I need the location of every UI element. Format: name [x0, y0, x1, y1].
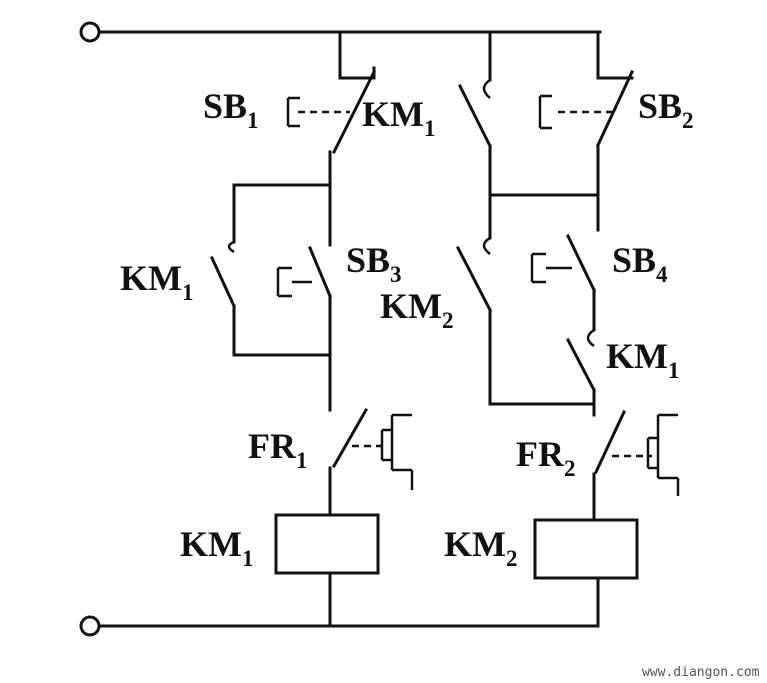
km1-coil — [274, 513, 380, 575]
fr2-overload-contact — [592, 410, 680, 522]
fr1-overload-contact — [328, 407, 414, 517]
km2-holding-contact — [455, 236, 493, 406]
km2-coil — [533, 518, 639, 580]
label-km1-left: KM1 — [120, 258, 193, 305]
sb1-stop-button — [286, 30, 377, 187]
km1-holding-contact — [210, 240, 236, 357]
label-km2-mid: KM2 — [380, 286, 453, 333]
km2-top-holding-contact — [457, 78, 493, 197]
label-sb1: SB1 — [203, 86, 259, 133]
sb4-start-button — [530, 233, 597, 332]
label-fr1: FR1 — [248, 426, 308, 473]
label-sb4: SB4 — [612, 240, 668, 287]
km1-interlock-contact — [565, 328, 597, 417]
label-km1-right: KM1 — [606, 336, 679, 383]
label-fr2: FR2 — [516, 434, 576, 481]
watermark: www.diangon.com — [642, 665, 760, 680]
label-km2-coil: KM2 — [444, 524, 517, 571]
sb3-start-button — [276, 246, 332, 412]
bottom-terminal — [79, 615, 101, 637]
label-km1-top: KM1 — [362, 94, 435, 141]
sb2-stop-button — [538, 70, 634, 197]
label-km1-coil: KM1 — [180, 524, 253, 571]
label-sb2: SB2 — [638, 86, 694, 133]
top-terminal — [79, 21, 101, 43]
label-sb3: SB3 — [346, 240, 402, 287]
